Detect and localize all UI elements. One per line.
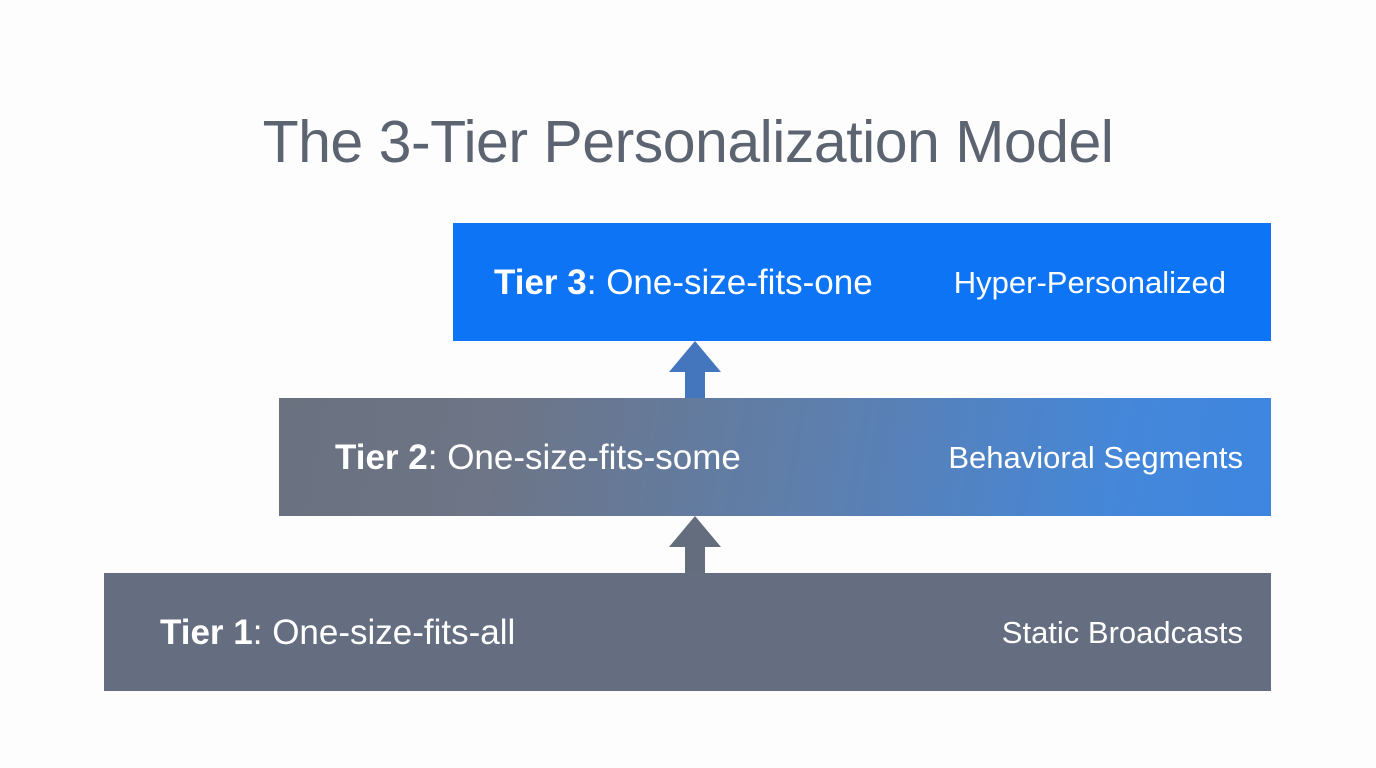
tier-1-description: One-size-fits-all <box>272 612 516 652</box>
tier-2-bar[interactable]: Tier 2: One-size-fits-some Behavioral Se… <box>279 398 1271 516</box>
tier-2-description: One-size-fits-some <box>447 437 741 477</box>
tier-1-bar[interactable]: Tier 1: One-size-fits-all Static Broadca… <box>104 573 1271 691</box>
tier-2-key: Tier 2 <box>335 437 428 477</box>
tier-1-separator: : <box>252 612 273 652</box>
arrow-up-icon-tier1-to-tier2 <box>669 516 721 573</box>
tier-3-bar[interactable]: Tier 3: One-size-fits-one Hyper-Personal… <box>453 223 1271 341</box>
tier-1-key: Tier 1 <box>160 612 253 652</box>
arrow-up-icon-tier2-to-tier3 <box>669 341 721 398</box>
tier-3-side-label: Hyper-Personalized <box>953 264 1226 300</box>
tier-2-side-label: Behavioral Segments <box>948 439 1243 475</box>
tier-3-main-label: Tier 3: One-size-fits-one <box>494 265 873 300</box>
tier-3-separator: : <box>586 262 607 302</box>
tier-3-description: One-size-fits-one <box>606 262 873 302</box>
tier-1-side-label: Static Broadcasts <box>1001 614 1243 650</box>
page-title: The 3-Tier Personalization Model <box>262 108 1114 175</box>
tier-2-separator: : <box>427 437 448 477</box>
tier-2-main-label: Tier 2: One-size-fits-some <box>335 440 741 475</box>
tier-3-key: Tier 3 <box>494 262 587 302</box>
tier-1-main-label: Tier 1: One-size-fits-all <box>160 615 515 650</box>
